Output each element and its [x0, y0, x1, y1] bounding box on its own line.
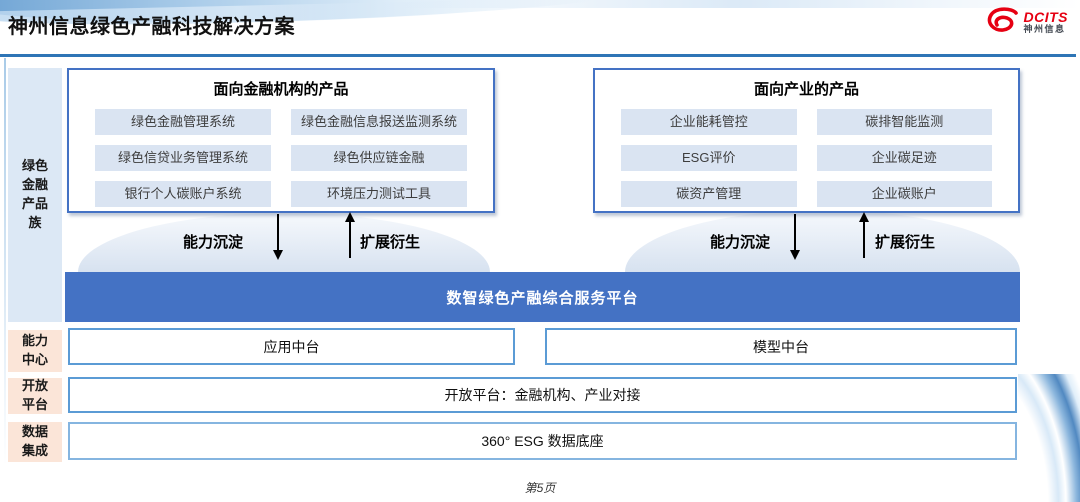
product-items-grid: 绿色金融管理系统 绿色金融信息报送监测系统 绿色信贷业务管理系统 绿色供应链金融… [69, 99, 493, 207]
dome-decoration-left [78, 213, 490, 272]
box-application-middle-platform: 应用中台 [68, 328, 515, 365]
product-item: 环境压力测试工具 [291, 181, 467, 207]
product-item: 企业碳足迹 [816, 145, 992, 171]
flow-label-expand-derive-left: 扩展衍生 [360, 234, 421, 251]
product-item: ESG评价 [621, 145, 797, 171]
page-title: 神州信息绿色产融科技解决方案 [8, 16, 295, 38]
dcits-logo: DCITS 神州信息 [986, 7, 1069, 38]
logo-brand-cn: 神州信息 [1023, 24, 1066, 35]
flow-label-expand-derive-right: 扩展衍生 [875, 234, 936, 251]
product-items-grid: 企业能耗管控 碳排智能监测 ESG评价 企业碳足迹 碳资产管理 企业碳账户 [595, 99, 1018, 207]
dcits-swirl-logo-icon [986, 7, 1020, 38]
page-number: 第5页 [524, 481, 556, 495]
product-group-industry: 面向产业的产品 企业能耗管控 碳排智能监测 ESG评价 企业碳足迹 碳资产管理 … [593, 68, 1020, 213]
sidebar-item-data-integration: 数据集成 [8, 422, 62, 462]
box-esg-data-base: 360° ESG 数据底座 [68, 422, 1017, 460]
logo-brand-en: DCITS [1023, 8, 1068, 25]
up-arrow-icon [344, 212, 356, 263]
sidebar-label: 开放平台 [22, 378, 49, 412]
flow-label-capability-settle-right: 能力沉淀 [710, 234, 771, 251]
product-group-title: 面向产业的产品 [753, 81, 859, 98]
sidebar-label: 数据集成 [22, 424, 49, 458]
sidebar-label: 能力中心 [22, 333, 49, 367]
sidebar-label: 绿色金融产品族 [22, 158, 49, 230]
title-underline [0, 54, 1076, 57]
top-edge-streak [400, 0, 1080, 8]
box-model-middle-platform: 模型中台 [545, 328, 1017, 365]
flow-label-capability-settle-left: 能力沉淀 [183, 234, 244, 251]
product-item: 绿色供应链金融 [291, 145, 467, 171]
product-item: 绿色信贷业务管理系统 [95, 145, 271, 171]
product-group-title: 面向金融机构的产品 [213, 81, 349, 98]
box-open-platform: 开放平台：金融机构、产业对接 [68, 377, 1017, 413]
product-item: 绿色金融信息报送监测系统 [291, 109, 467, 135]
sidebar-item-open-platform: 开放平台 [8, 378, 62, 414]
bottom-right-swoosh-decoration [1018, 374, 1080, 502]
product-item: 企业能耗管控 [621, 109, 797, 135]
product-item: 碳资产管理 [621, 181, 797, 207]
down-arrow-icon [272, 214, 284, 265]
platform-bar: 数智绿色产融综合服务平台 [65, 272, 1020, 322]
product-item: 企业碳账户 [816, 181, 992, 207]
product-item: 碳排智能监测 [816, 109, 992, 135]
down-arrow-icon [789, 214, 801, 265]
dome-decoration-right [625, 210, 1020, 272]
product-item: 银行个人碳账户系统 [95, 181, 271, 207]
sidebar-item-capability-center: 能力中心 [8, 330, 62, 372]
product-group-financial-institutions: 面向金融机构的产品 绿色金融管理系统 绿色金融信息报送监测系统 绿色信贷业务管理… [67, 68, 495, 213]
left-edge-line [4, 58, 6, 466]
product-item: 绿色金融管理系统 [95, 109, 271, 135]
sidebar-item-green-finance-family: 绿色金融产品族 [8, 68, 62, 322]
up-arrow-icon [858, 212, 870, 263]
